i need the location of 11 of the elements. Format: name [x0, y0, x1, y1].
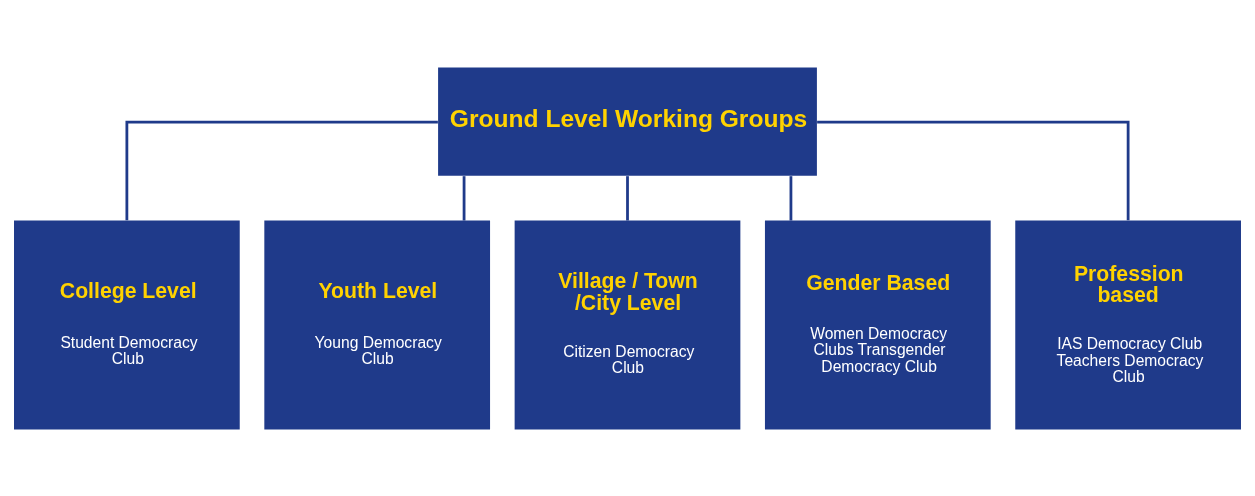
node-box: College Level Student Democracy Club	[14, 220, 240, 430]
node-box: Ground Level Working Groups	[438, 66, 817, 176]
connector	[462, 175, 466, 220]
node-box: Village / Town /City Level Citizen Democracy Club	[514, 220, 741, 430]
connector	[817, 120, 1130, 220]
node-box: Profession based IAS Democracy Club Teachers Democracy Club	[1015, 220, 1241, 430]
connector	[789, 175, 793, 220]
connector	[125, 120, 438, 220]
connector	[626, 175, 629, 220]
node-box: Gender Based Women Democracy Clubs Transgender Democracy Club	[764, 220, 991, 430]
node-box: Youth Level Young Democracy Club	[264, 220, 491, 430]
